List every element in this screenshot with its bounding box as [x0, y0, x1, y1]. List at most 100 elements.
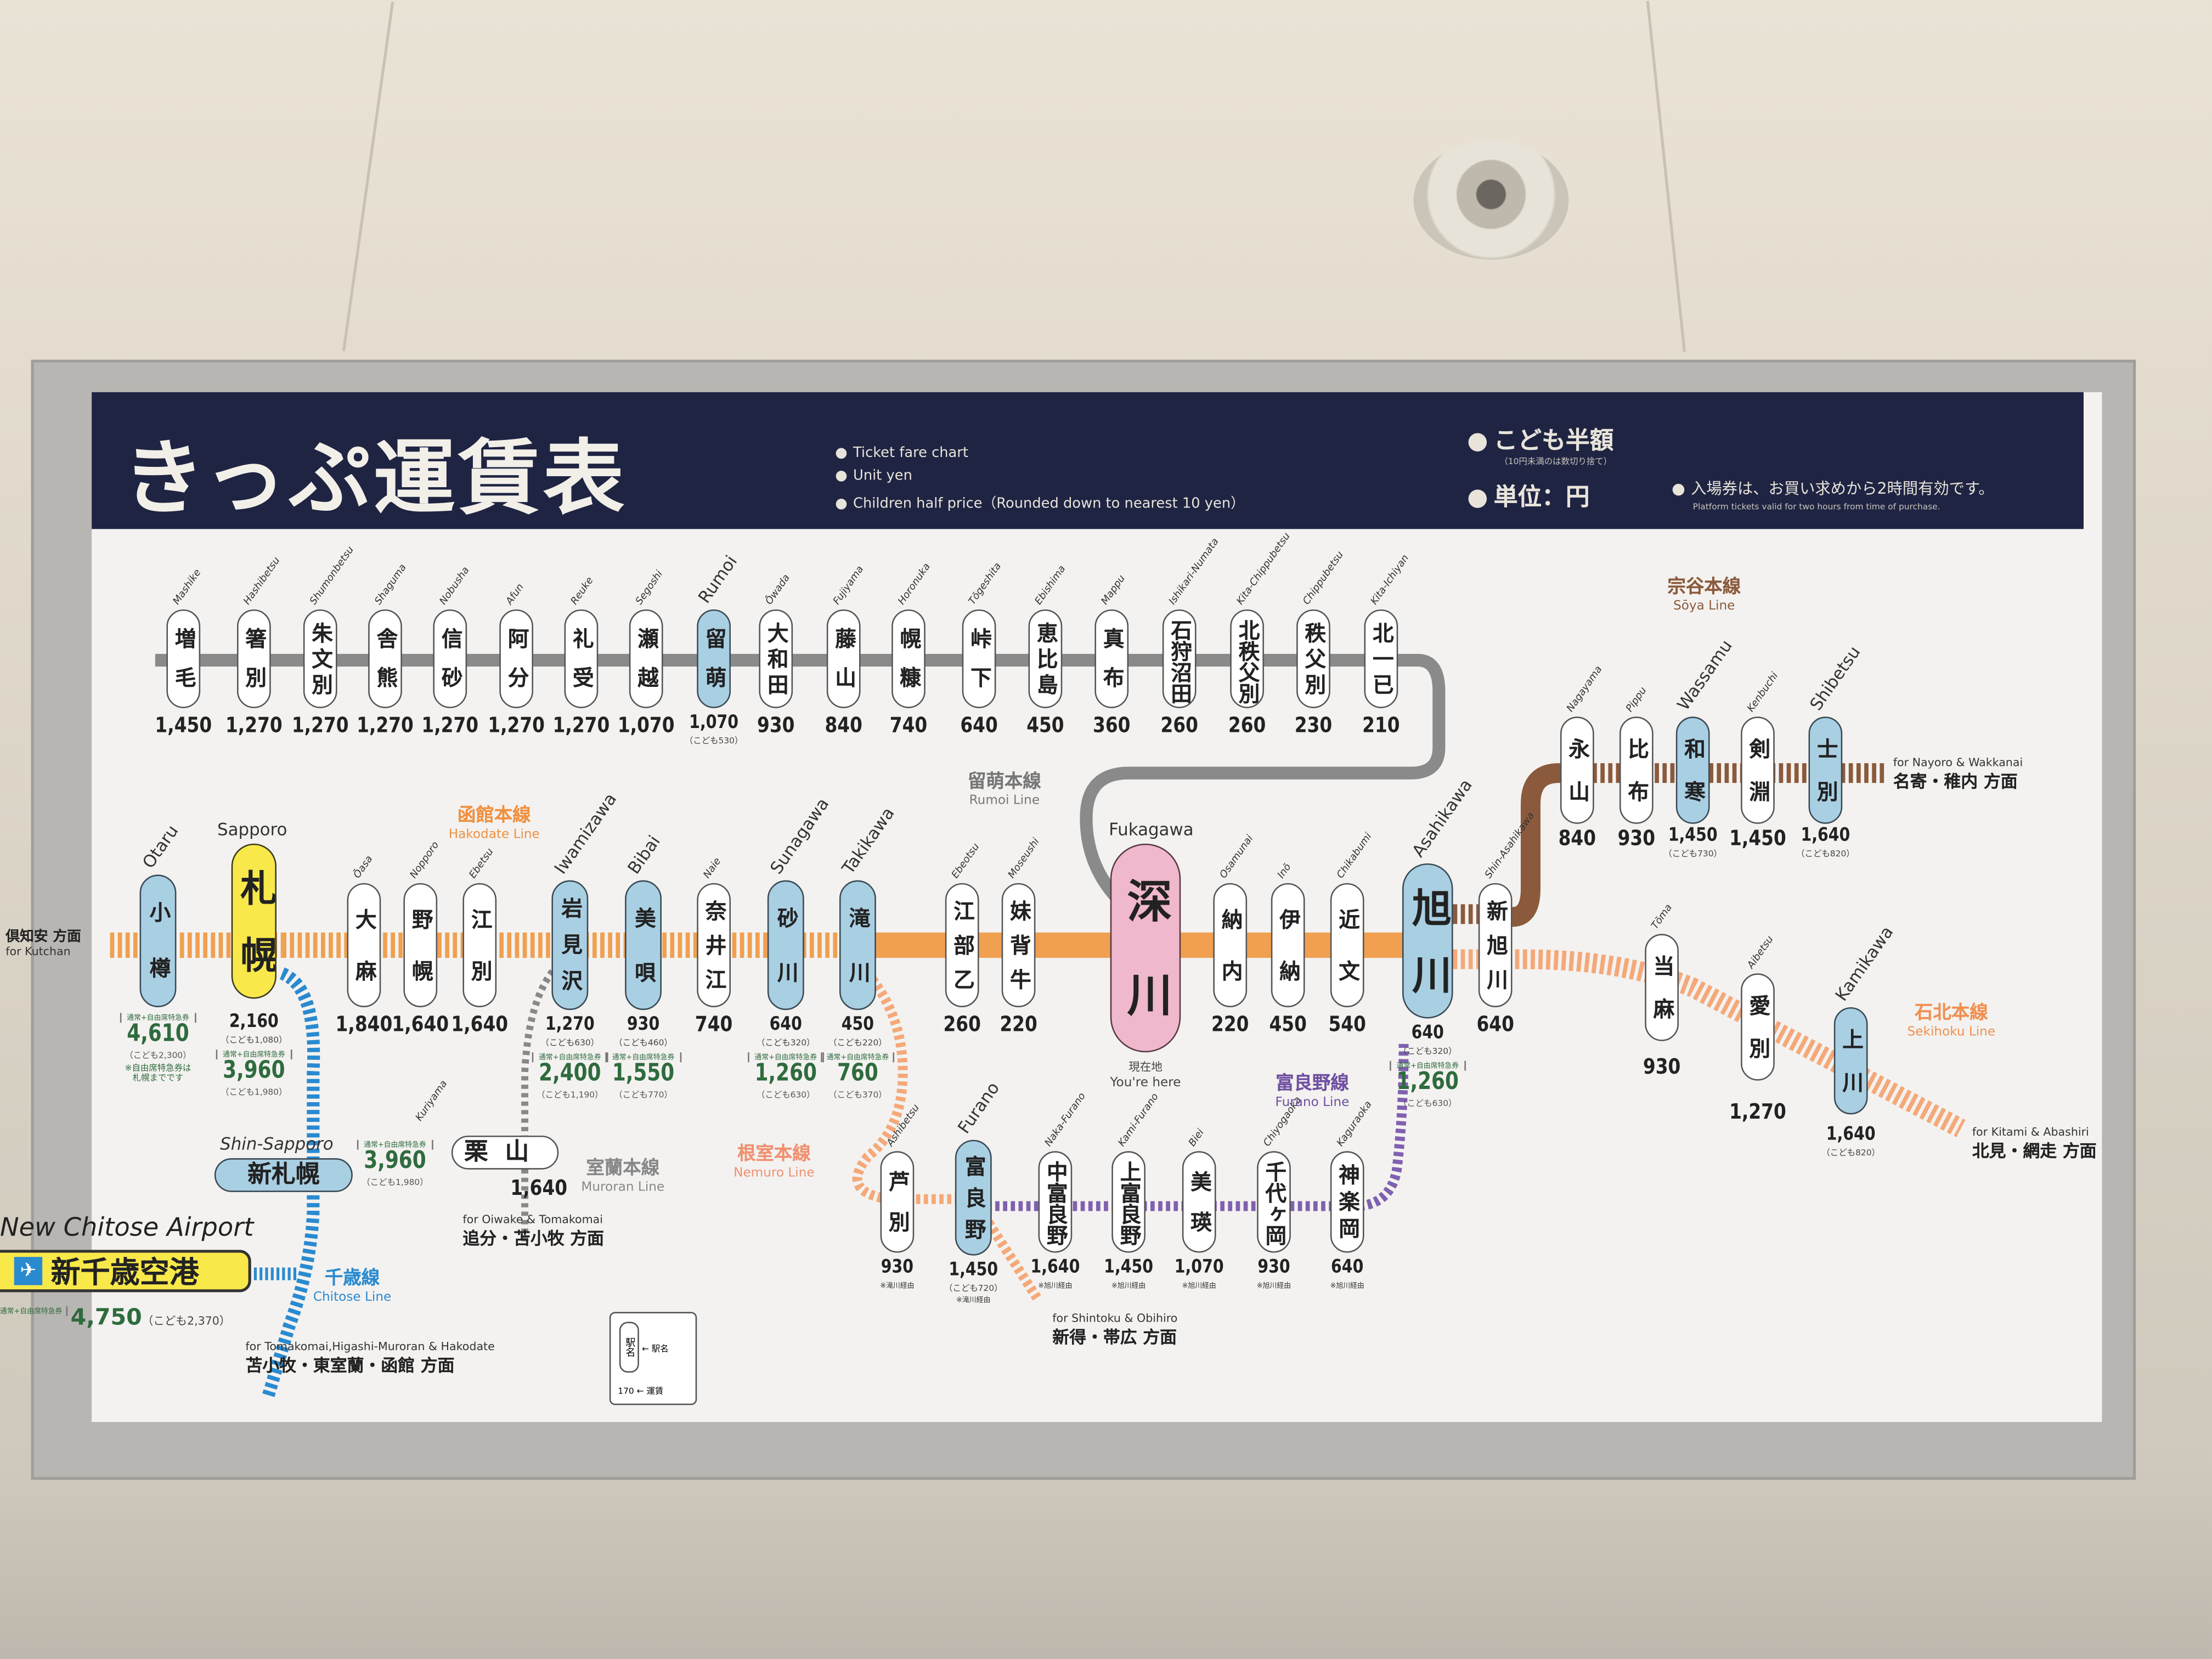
- line-name-en: Furano Line: [1275, 1096, 1350, 1110]
- legend-station-label: ← 駅名: [641, 1344, 669, 1355]
- station-romaji: Fukagawa: [1109, 819, 1194, 839]
- station-otaru: 小樽: [139, 874, 177, 1007]
- line-name-ja: 函館本線: [457, 805, 531, 827]
- station-shaguma: 舎熊: [368, 609, 402, 708]
- station-kuriyama: 栗山: [451, 1135, 559, 1170]
- station-fare: 260: [943, 1011, 981, 1037]
- station-fare: 1,450: [155, 712, 212, 738]
- station-ishikari-numata: 石狩沼田: [1162, 609, 1197, 708]
- station-chippubetsu: 秩父別: [1296, 609, 1330, 708]
- station-naie: 奈井江: [697, 883, 731, 1007]
- station--asa: 大麻: [347, 883, 381, 1007]
- station-shin-sapporo: 新札幌: [214, 1158, 353, 1192]
- sekihoku-line-dashed: [1453, 949, 1966, 1138]
- express-label: 通常+自由席特急券: [748, 1052, 824, 1063]
- station-sunagawa: 砂川: [767, 880, 804, 1011]
- station-fare: 840: [1558, 825, 1596, 851]
- line-name-ja: 千歳線: [324, 1268, 380, 1290]
- station--wada: 大和田: [759, 609, 793, 708]
- legend-fare-sample: 170: [618, 1386, 634, 1397]
- station-bibai: 美唄: [625, 880, 662, 1011]
- child-fare: （こども220）: [828, 1038, 887, 1048]
- station-reuke: 礼受: [564, 609, 599, 708]
- station-fare: 1,640: [1826, 1124, 1876, 1146]
- direction-en: for Kutchan: [5, 945, 71, 958]
- station-moseushi: 妹背牛: [1001, 883, 1036, 1007]
- station-fare: 1,270: [1729, 1099, 1786, 1125]
- station-horonuka: 幌糠: [891, 609, 926, 708]
- line-name-ja: 根室本線: [737, 1144, 811, 1165]
- station-hashibetsu: 箸別: [236, 609, 271, 708]
- station-sapporo: 札幌: [231, 843, 276, 999]
- route-via-note: ※滝川経由: [956, 1296, 991, 1305]
- station-fare: 450: [1269, 1011, 1307, 1037]
- express-note: ※自由席特急券は札幌までです: [125, 1063, 191, 1084]
- station-fare: 640: [1411, 1023, 1444, 1044]
- route-via-note: ※旭川経由: [1111, 1282, 1146, 1291]
- legend-label: 駅名: [651, 1344, 669, 1355]
- express-label: 通常+自由席特急券: [1390, 1060, 1466, 1071]
- station-mappu: 真布: [1094, 609, 1129, 708]
- child-fare: （こども720）: [944, 1283, 1003, 1294]
- airport-romaji: New Chitose Airport: [0, 1213, 254, 1243]
- station-segoshi: 瀬越: [629, 609, 663, 708]
- you-are-here-en: You're here: [1110, 1076, 1181, 1091]
- child-fare: （こども820）: [1796, 849, 1855, 859]
- station-kaguraoka: 神楽岡: [1330, 1151, 1364, 1253]
- line-name-en: Muroran Line: [581, 1181, 665, 1195]
- station-t-geshita: 峠下: [962, 609, 996, 708]
- express-fare: 1,260: [1396, 1068, 1459, 1096]
- station-fare: 840: [825, 712, 862, 738]
- child-fare: （こども320）: [756, 1038, 815, 1048]
- station-fare: 930: [1257, 1257, 1290, 1278]
- station-takikawa: 滝川: [839, 880, 876, 1011]
- line-name-ja: 宗谷本線: [1667, 577, 1741, 599]
- line-name-ja: 石北本線: [1914, 1003, 1988, 1024]
- station-fare: 220: [1000, 1011, 1037, 1037]
- station-kenbuchi: 剣淵: [1741, 716, 1775, 824]
- line-name-en: Chitose Line: [313, 1290, 392, 1305]
- station-naka-furano: 中富良野: [1038, 1151, 1073, 1253]
- station-mashike: 増毛: [166, 609, 201, 708]
- station-fare: 360: [1093, 712, 1131, 738]
- line-name-en: Nemuro Line: [733, 1166, 815, 1181]
- express-child-fare: （こども770）: [614, 1090, 673, 1101]
- direction-ja: 北見・網走 方面: [1972, 1141, 2097, 1161]
- station-fare: 640: [1476, 1011, 1514, 1037]
- station-fare: 1,640: [392, 1011, 449, 1037]
- station-furano: 富良野: [955, 1139, 992, 1256]
- chitose-line-dashed: [262, 967, 320, 1399]
- station-kita-ichiyan: 北一已: [1364, 609, 1398, 708]
- line-name-en: Hakodate Line: [448, 828, 540, 842]
- station-shin-asahikawa: 新旭川: [1478, 883, 1513, 1007]
- station-ebetsu: 江別: [462, 883, 497, 1007]
- express-label: 通常+自由席特急券: [0, 1306, 68, 1317]
- station-fare: 740: [695, 1011, 733, 1037]
- station-wassamu: 和寒: [1675, 716, 1710, 824]
- you-are-here-ja: 現在地: [1128, 1060, 1163, 1074]
- unit-note: 単位：円: [1467, 477, 1590, 512]
- station-fare: 1,270: [357, 712, 414, 738]
- note-en: Ticket fare chart: [835, 446, 968, 461]
- express-child-fare: （こども1,980）: [362, 1177, 428, 1188]
- station-fare: 1,450: [1668, 825, 1718, 847]
- station-romaji: Shin-Sapporo: [220, 1134, 334, 1154]
- station-in-: 伊納: [1271, 883, 1305, 1007]
- line-name-ja: 留萌本線: [967, 771, 1041, 793]
- station-new-chitose-airport: ✈ 新千歳空港: [0, 1250, 251, 1293]
- child-fare: （こども730）: [1663, 849, 1722, 859]
- station-fare: 1,270: [552, 712, 610, 738]
- line-name-en: Sekihoku Line: [1907, 1025, 1996, 1040]
